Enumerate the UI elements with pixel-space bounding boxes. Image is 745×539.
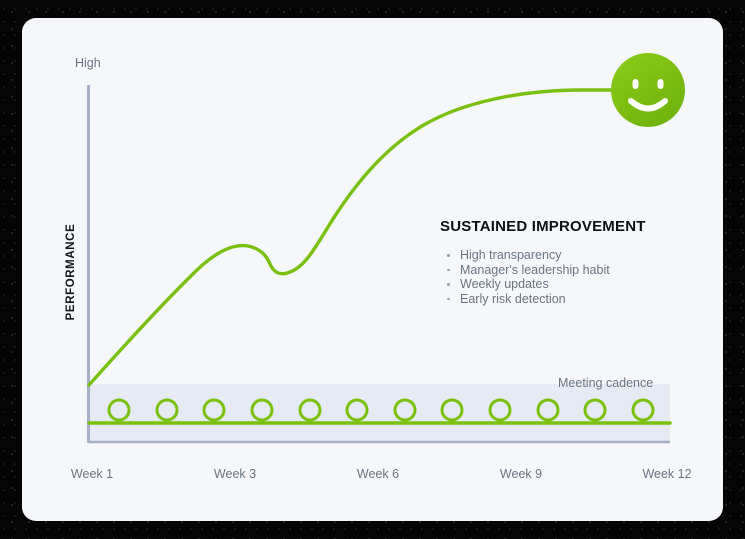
cadence-marker (345, 398, 369, 422)
cadence-marker (488, 398, 512, 422)
callout-bullet-text: Early risk detection (460, 291, 566, 306)
x-tick-week-12: Week 12 (642, 467, 692, 481)
callout-bullet-text: Manager's leadership habit (460, 262, 610, 277)
x-tick-week-3: Week 3 (213, 467, 257, 481)
cadence-marker (298, 398, 322, 422)
meeting-cadence-band (88, 384, 670, 443)
callout-bullet-item: Manager's leadership habit (440, 263, 700, 278)
bullet-dot-icon (447, 268, 450, 272)
y-axis-title: PERFORMANCE (65, 223, 77, 321)
cadence-marker (202, 398, 226, 422)
cadence-marker (250, 398, 274, 422)
performance-curve (87, 88, 650, 387)
x-tick-week-9: Week 9 (499, 467, 543, 481)
meeting-cadence-label: Meeting cadence (558, 376, 654, 390)
callout-bullet-item: Weekly updates (440, 277, 700, 292)
cadence-marker (536, 398, 560, 422)
cadence-marker (631, 398, 655, 422)
performance-chart-svg (87, 53, 685, 444)
callout-bullet-text: High transparency (460, 248, 562, 262)
y-axis-high-label: High (75, 56, 101, 70)
cadence-markers (107, 398, 655, 422)
cadence-marker (440, 398, 464, 422)
callout-block: SUSTAINED IMPROVEMENT High transparency … (440, 218, 700, 306)
cadence-marker (393, 398, 417, 422)
callout-bullet-list: High transparency Manager's leadership h… (440, 248, 700, 306)
cadence-marker (107, 398, 131, 422)
callout-bullet-item: High transparency (440, 248, 700, 263)
x-tick-week-6: Week 6 (356, 467, 400, 481)
x-tick-week-1: Week 1 (70, 467, 114, 481)
callout-bullet-item: Early risk detection (440, 292, 700, 307)
smiley-face-icon (611, 53, 685, 127)
callout-title: SUSTAINED IMPROVEMENT (440, 218, 646, 235)
bullet-dot-icon (447, 254, 450, 257)
chart-card: High PERFORMANCE Meeting cadence Week 1 … (22, 18, 723, 521)
bullet-dot-icon (447, 283, 450, 286)
callout-bullet-text: Weekly updates (460, 277, 549, 292)
bullet-dot-icon (447, 297, 450, 301)
cadence-marker (155, 398, 179, 422)
cadence-marker (583, 398, 607, 422)
